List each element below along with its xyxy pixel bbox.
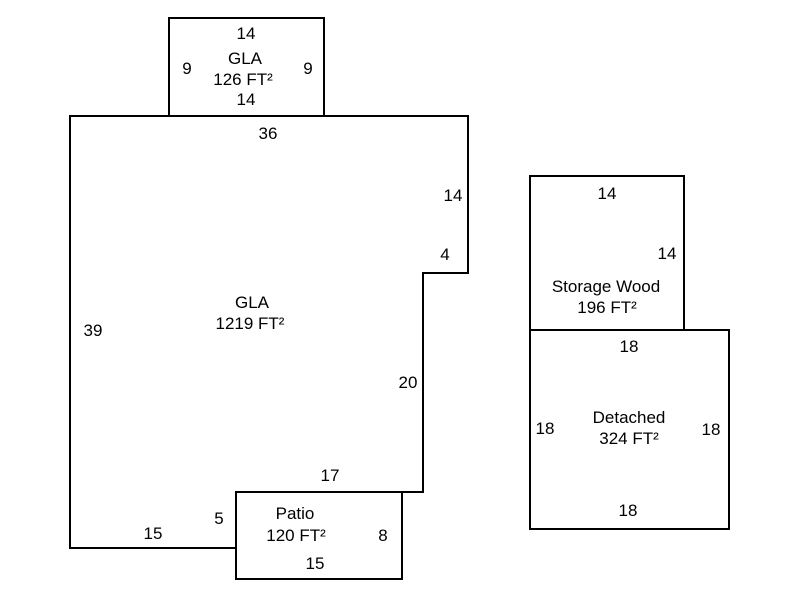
gla-upper-label: GLA [228,49,263,68]
gla-main-label: GLA [235,293,270,312]
gla-upper-dim-top: 14 [237,24,256,43]
patio-dim-right: 8 [378,526,387,545]
gla-upper-outline [168,17,325,117]
gla-main-dim-step-side: 5 [214,509,223,528]
gla-main-area: 1219 FT² [216,314,285,333]
storage-area: 196 FT² [577,298,637,317]
storage-outline [529,175,685,331]
detached-outline [529,329,730,530]
patio-dim-bottom: 15 [306,554,325,573]
patio-outline [235,491,403,580]
detached-dim-bottom: 18 [619,501,638,520]
gla-main-dim-right-lower: 20 [399,373,418,392]
patio-label: Patio [276,504,315,523]
gla-upper-dim-left: 9 [182,59,191,78]
storage-dim-right: 14 [658,244,677,263]
gla-main-dim-right-upper: 14 [444,186,463,205]
gla-main-dim-bottom: 15 [144,524,163,543]
detached-label: Detached [593,408,666,427]
gla-upper-dim-right: 9 [303,59,312,78]
gla-main-dim-left: 39 [84,321,103,340]
detached-dim-right: 18 [702,420,721,439]
detached-area: 324 FT² [599,429,659,448]
detached-dim-left: 18 [536,419,555,438]
patio-area: 120 FT² [266,526,326,545]
gla-main-dim-notch: 4 [440,245,449,264]
gla-main-dim-top: 36 [259,124,278,143]
detached-dim-top: 18 [620,337,639,356]
gla-main-outline [69,115,469,549]
storage-dim-top: 14 [598,184,617,203]
gla-upper-dim-bottom: 14 [237,90,256,109]
storage-label: Storage Wood [552,277,660,296]
gla-main-dim-bottom-step: 17 [321,466,340,485]
gla-upper-area: 126 FT² [213,70,273,89]
